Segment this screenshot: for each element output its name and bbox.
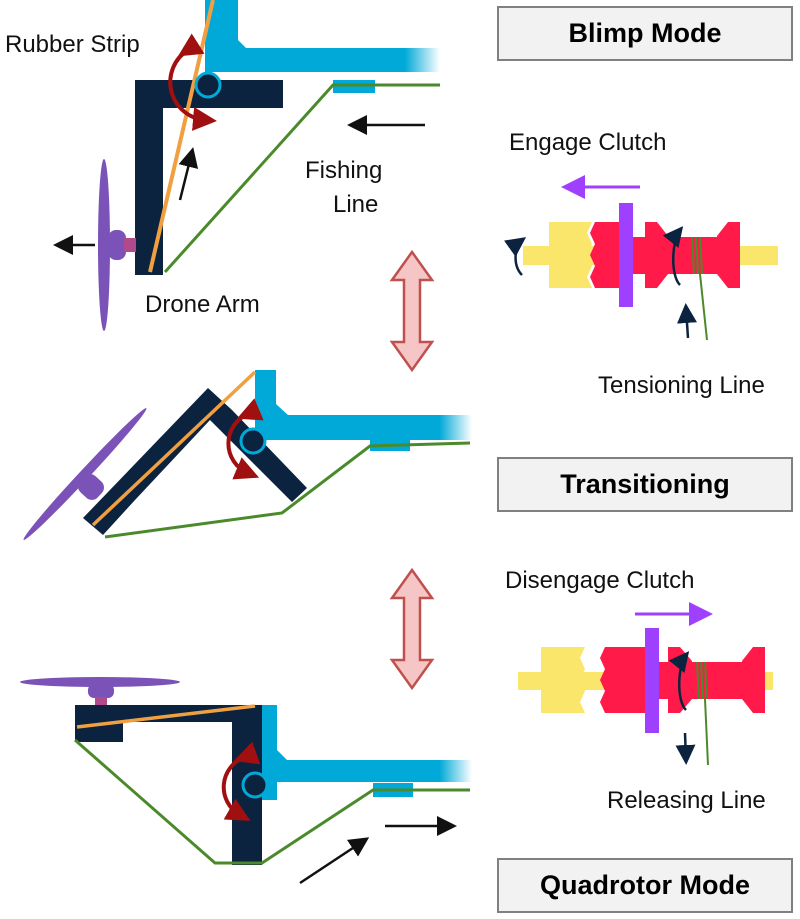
clutch-disengaged: Disengage Clutch Releasing Line: [505, 567, 773, 814]
rotation-arrow-icon: [503, 237, 527, 276]
clutch-dog-red: [600, 647, 650, 713]
rubber-strip: [76, 704, 256, 729]
frame-arm: [255, 370, 472, 440]
mode-label-quadrotor: Quadrotor Mode: [497, 858, 793, 913]
mode-label-transitioning: Transitioning: [497, 457, 793, 512]
clutch-engaged: Engage Clutch Tensioning Line: [503, 129, 778, 399]
arrow-up-icon: [178, 147, 199, 201]
rotation-arrow-icon: [662, 226, 684, 286]
double-arrow-icon: [389, 567, 435, 691]
arrow-up-icon: [677, 303, 697, 339]
label-engage-clutch: Engage Clutch: [509, 129, 666, 156]
clutch-plate: [645, 628, 659, 733]
propeller-icon: [98, 159, 110, 331]
tensioning-line: [699, 273, 708, 341]
clutch-plate: [619, 203, 633, 307]
quadrotor-mode-mechanism: [20, 677, 472, 885]
releasing-line: [704, 698, 709, 766]
label-fishing-line: Fishing: [305, 157, 382, 184]
transitioning-mechanism: [23, 370, 472, 540]
arrow-up-right-icon: [299, 837, 370, 885]
motor-mount: [95, 697, 107, 705]
blimp-mode-mechanism: Rubber Strip Fishing Line Drone Arm: [5, 0, 440, 331]
rotation-arrow-icon: [168, 33, 217, 131]
propeller-icon: [23, 408, 147, 540]
wound-line: [696, 661, 708, 700]
clutch-dog-yellow: [541, 647, 585, 713]
pivot-icon: [239, 427, 267, 455]
motor-mount: [124, 238, 136, 252]
frame-arm: [255, 705, 472, 800]
fishing-line: [74, 738, 470, 865]
label-fishing-line-2: Line: [333, 191, 378, 218]
spool-flange: [645, 222, 668, 288]
rotation-arrow-icon: [221, 741, 261, 821]
propeller-icon: [20, 677, 180, 687]
clutch-dog-red: [590, 222, 625, 288]
double-arrow-icon: [389, 249, 435, 373]
label-rubber-strip: Rubber Strip: [5, 31, 140, 58]
motor-icon: [78, 474, 104, 500]
drone-arm: [75, 705, 262, 865]
clutch-dog-yellow: [549, 222, 592, 288]
motor-icon: [108, 230, 126, 260]
drone-arm: [135, 80, 283, 275]
rotation-arrow-icon: [668, 651, 690, 711]
label-releasing-line: Releasing Line: [607, 787, 766, 814]
motor-icon: [88, 684, 114, 698]
spool-flange: [742, 647, 765, 713]
mode-label-blimp: Blimp Mode: [497, 6, 793, 61]
wound-line: [691, 236, 703, 275]
rotation-arrow-icon: [226, 398, 264, 480]
label-disengage-clutch: Disengage Clutch: [505, 567, 694, 594]
fishing-line: [163, 83, 440, 274]
spool-flange: [717, 222, 740, 288]
pivot-icon: [241, 771, 269, 799]
fishing-line: [104, 441, 471, 539]
pivot-icon: [194, 71, 222, 99]
rubber-strip: [91, 370, 257, 527]
frame-arm: [205, 0, 440, 72]
label-tensioning-line: Tensioning Line: [598, 372, 765, 399]
label-drone-arm: Drone Arm: [145, 291, 260, 318]
arrow-down-icon: [675, 732, 696, 765]
